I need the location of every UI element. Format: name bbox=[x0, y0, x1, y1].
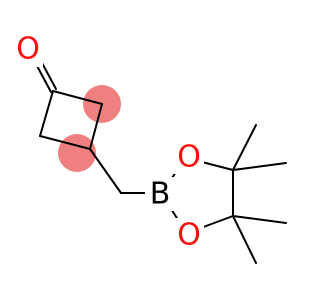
molecule-structure-diagram: O B O O bbox=[13, 31, 287, 264]
ring-bond-left bbox=[39, 90, 54, 137]
boron-label-background bbox=[145, 177, 175, 211]
boron-label: B bbox=[150, 177, 171, 212]
upper-dioxaborolane-oxygen-label: O bbox=[177, 140, 201, 175]
oxygen-label-background bbox=[13, 31, 43, 67]
ring-bond-bottom bbox=[39, 135, 91, 150]
methyl-upper-b bbox=[232, 162, 287, 171]
ketone-oxygen-label: O bbox=[16, 32, 40, 67]
methyl-lower-a bbox=[232, 215, 287, 224]
lower-oxygen-label-background bbox=[174, 218, 204, 252]
carbonyl-bond-1 bbox=[35, 63, 52, 93]
carbonyl-bond-2 bbox=[40, 60, 57, 90]
ring-to-methylene-bond bbox=[89, 148, 122, 194]
ring-bond-right bbox=[89, 103, 103, 150]
methyl-lower-b bbox=[232, 215, 257, 264]
ring-bond-top bbox=[52, 90, 103, 105]
upper-oxygen-label-background bbox=[174, 140, 204, 174]
methyl-upper-a bbox=[232, 124, 257, 171]
lower-dioxaborolane-oxygen-label: O bbox=[177, 218, 201, 253]
highlight-ring-attachment-carbon bbox=[58, 134, 96, 172]
